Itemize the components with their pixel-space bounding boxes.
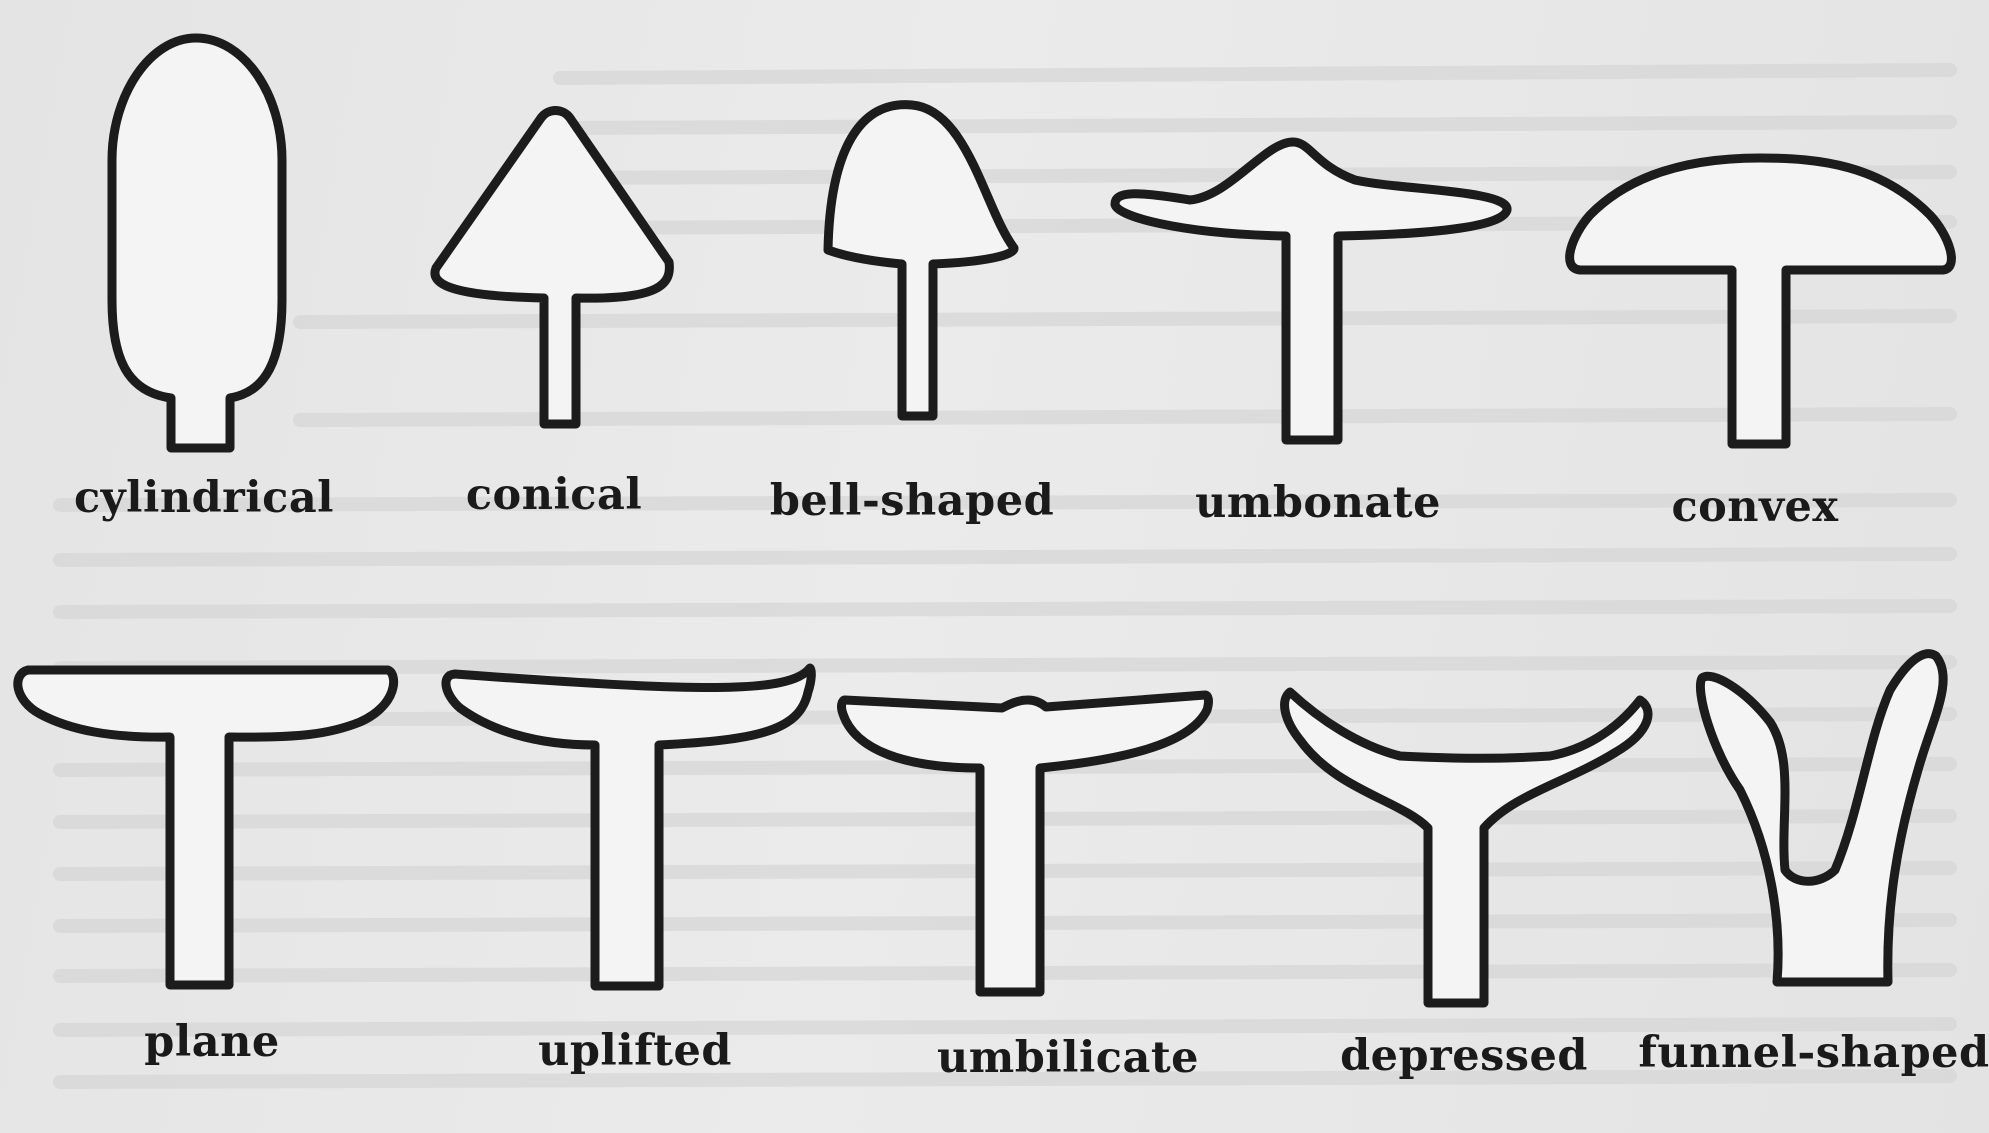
label-conical: conical [465,470,643,520]
label-uplifted: uplifted [538,1026,732,1076]
umbilicate-shape [837,690,1213,997]
funnel-shaped-shape [1695,649,1948,987]
conical-shape [430,106,674,429]
label-depressed: depressed [1340,1031,1588,1081]
label-bell-shaped: bell-shaped [769,476,1055,526]
label-convex: convex [1671,482,1839,532]
cylindrical-shape [107,33,287,453]
umbonate-shape [1110,137,1512,445]
uplifted-shape [441,663,816,991]
label-plane: plane [144,1017,280,1067]
convex-shape [1565,153,1956,449]
label-cylindrical: cylindrical [73,473,335,523]
bell-shaped-shape [823,100,1019,421]
depressed-shape [1280,687,1653,1008]
label-umbonate: umbonate [1195,478,1441,528]
plane-shape [13,665,399,990]
label-umbilicate: umbilicate [936,1033,1200,1083]
label-funnel-shaped: funnel-shaped [1638,1028,1989,1078]
